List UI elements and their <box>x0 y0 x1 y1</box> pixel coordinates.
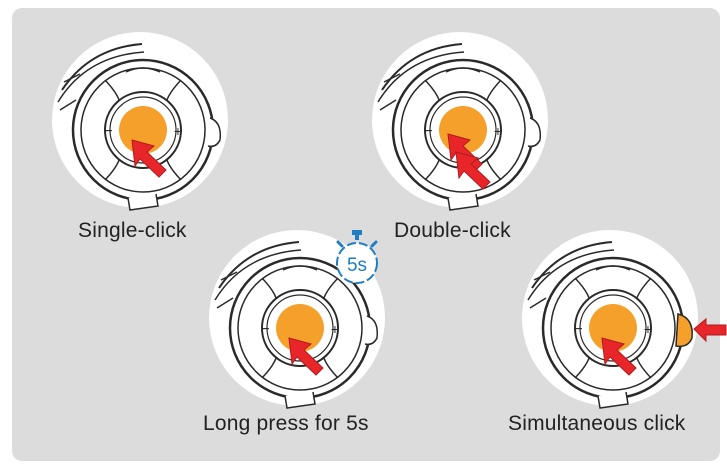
caption-single-click: Single-click <box>78 219 187 242</box>
long-press-illustration: − + <box>207 228 387 410</box>
caption-simultaneous-click: Simultaneous click <box>508 412 686 435</box>
timer-label: 5s <box>347 255 367 276</box>
plus-label: + <box>644 321 652 337</box>
minus-label: − <box>423 123 432 140</box>
side-press-arrow-icon <box>693 317 727 343</box>
stopwatch-icon: 5s <box>332 230 382 286</box>
single-click-illustration: − + <box>50 30 230 212</box>
minus-label: − <box>103 123 112 140</box>
plus-label: + <box>331 321 339 337</box>
minus-label: − <box>573 321 582 338</box>
plus-label: + <box>174 123 182 139</box>
caption-double-click: Double-click <box>394 219 511 242</box>
center-button <box>276 304 324 352</box>
center-button <box>589 304 637 352</box>
double-click-illustration: − + <box>370 30 550 212</box>
simultaneous-click-illustration: − + <box>520 228 727 410</box>
center-button <box>119 106 167 154</box>
caption-long-press: Long press for 5s <box>203 412 369 435</box>
plus-label: + <box>494 123 502 139</box>
side-button <box>675 313 693 348</box>
minus-label: − <box>260 321 269 338</box>
